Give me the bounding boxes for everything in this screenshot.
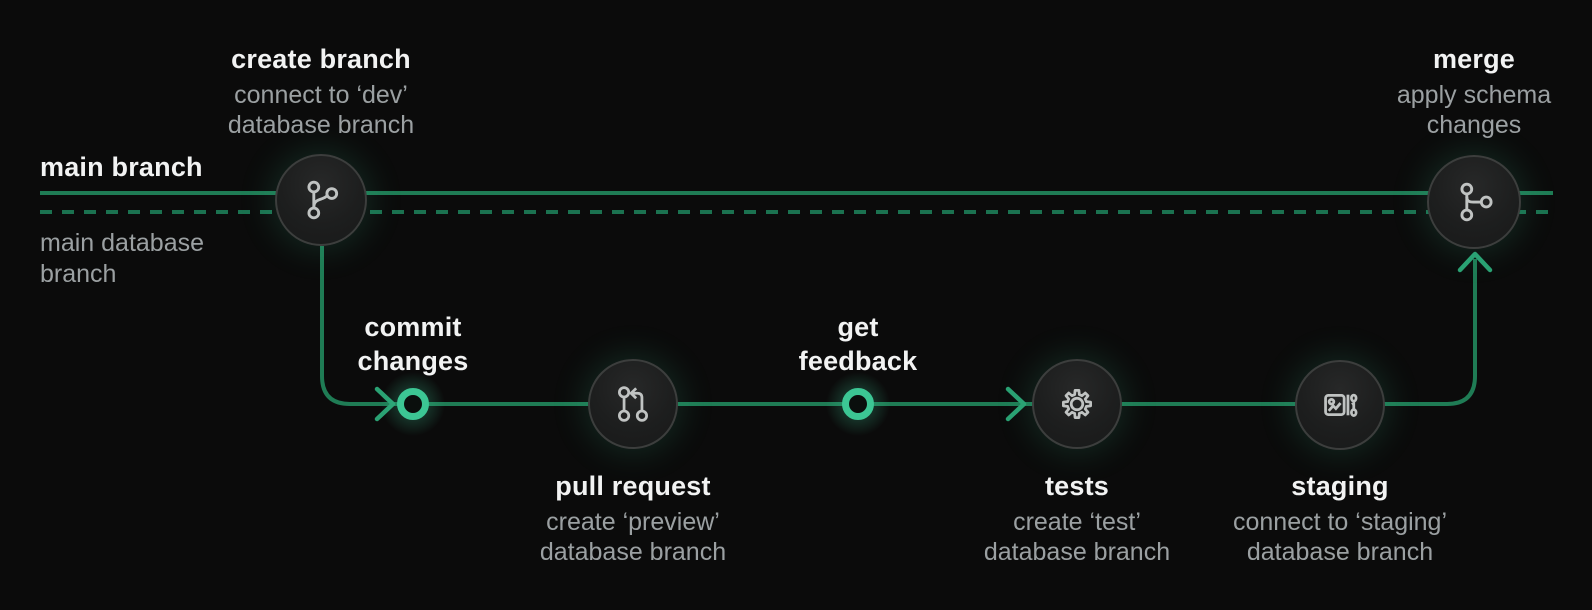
gear-icon <box>1062 389 1092 419</box>
feature-branch-line <box>320 246 1477 406</box>
pull-request-node <box>588 359 678 449</box>
commit-changes-label: commit changes <box>263 310 563 378</box>
create-branch-label: create branch connect to ‘dev’ database … <box>171 42 471 140</box>
create-branch-subtitle: connect to ‘dev’ database branch <box>227 81 415 139</box>
commit-ring-icon <box>397 388 429 420</box>
merge-subtitle: apply schema changes <box>1396 81 1552 139</box>
merge-title: merge <box>1432 44 1516 74</box>
arrow-right-icon <box>1005 386 1027 422</box>
pull-request-subtitle: create ‘preview’ database branch <box>539 508 727 566</box>
tests-node <box>1032 359 1122 449</box>
feedback-ring-icon <box>842 388 874 420</box>
staging-data-icon <box>1324 393 1358 417</box>
main-database-branch-label: main database branch <box>40 228 204 290</box>
main-branch-label: main branch <box>40 150 203 184</box>
create-branch-title: create branch <box>231 44 411 74</box>
tests-subtitle: create ‘test’ database branch <box>983 508 1171 566</box>
main-database-branch-line1: main database <box>40 229 205 257</box>
staging-subtitle: connect to ‘staging’ database branch <box>1232 508 1448 566</box>
commit-changes-line1: commit <box>364 312 462 342</box>
git-branch-icon <box>307 180 339 220</box>
main-branch-title: main branch <box>40 152 203 182</box>
merge-node <box>1427 155 1521 249</box>
create-branch-node <box>275 154 367 246</box>
arrow-up-icon <box>1457 251 1493 273</box>
commit-changes-line2: changes <box>357 346 469 376</box>
get-feedback-line1: get <box>837 312 879 342</box>
merge-label: merge apply schema changes <box>1324 42 1592 140</box>
tests-title: tests <box>1044 471 1110 501</box>
staging-label: staging connect to ‘staging’ database br… <box>1190 469 1490 567</box>
git-merge-icon <box>1460 182 1493 222</box>
pull-request-label: pull request create ‘preview’ database b… <box>483 469 783 567</box>
staging-node <box>1295 360 1385 450</box>
staging-title: staging <box>1291 471 1389 501</box>
tests-label: tests create ‘test’ database branch <box>927 469 1227 567</box>
get-feedback-label: get feedback <box>708 310 1008 378</box>
get-feedback-line2: feedback <box>798 346 918 376</box>
main-database-branch-line2: branch <box>40 260 117 288</box>
git-pull-request-icon <box>618 386 648 422</box>
pull-request-title: pull request <box>555 471 711 501</box>
